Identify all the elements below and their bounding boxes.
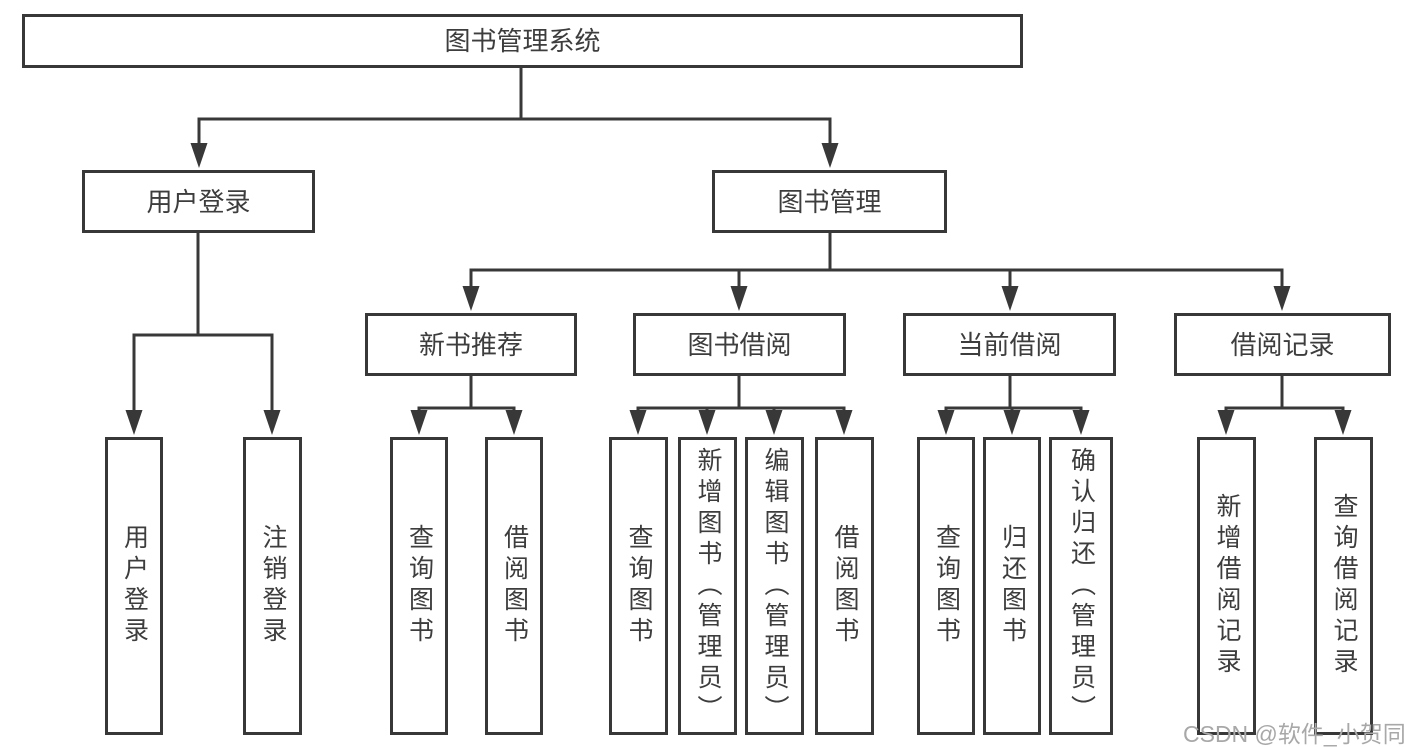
arrow-down-icon bbox=[835, 410, 853, 435]
connector-book-borrow-children bbox=[629, 376, 853, 435]
arrow-down-icon bbox=[190, 143, 208, 168]
node-label: 编辑图书（管理员） bbox=[761, 446, 789, 726]
arrow-down-icon bbox=[1003, 410, 1021, 435]
node-label: 用户登录 bbox=[146, 186, 251, 217]
arrow-down-icon bbox=[629, 410, 647, 435]
arrow-down-icon bbox=[1001, 286, 1019, 311]
node-label: 借阅图书 bbox=[831, 524, 859, 648]
arrow-down-icon bbox=[505, 410, 523, 435]
arrow-down-icon bbox=[1334, 410, 1352, 435]
node-library-system: 图书管理系统 bbox=[22, 14, 1023, 68]
arrow-down-icon bbox=[937, 410, 955, 435]
leaf-current-query-books: 查询图书 bbox=[917, 437, 975, 735]
leaf-add-book-admin: 新增图书（管理员） bbox=[678, 437, 737, 735]
connector-user-login-children bbox=[125, 233, 281, 435]
arrow-down-icon bbox=[1072, 410, 1090, 435]
node-label: 借阅图书 bbox=[500, 524, 529, 648]
connector-current-borrow-children bbox=[937, 376, 1090, 435]
node-label: 图书管理 bbox=[777, 186, 882, 217]
leaf-return-books: 归还图书 bbox=[983, 437, 1041, 735]
leaf-user-login: 用户登录 bbox=[105, 437, 163, 735]
node-label: 当前借阅 bbox=[957, 329, 1062, 360]
node-label: 图书借阅 bbox=[687, 329, 792, 360]
node-label: 查询图书 bbox=[625, 524, 653, 648]
arrow-down-icon bbox=[765, 410, 783, 435]
arrow-down-icon bbox=[263, 410, 281, 435]
node-borrow-records: 借阅记录 bbox=[1174, 313, 1391, 376]
leaf-recommend-borrow-books: 借阅图书 bbox=[485, 437, 543, 735]
node-current-borrow: 当前借阅 bbox=[903, 313, 1116, 376]
arrow-down-icon bbox=[410, 410, 428, 435]
leaf-edit-book-admin: 编辑图书（管理员） bbox=[745, 437, 804, 735]
leaf-recommend-query-books: 查询图书 bbox=[390, 437, 448, 735]
node-label: 查询图书 bbox=[932, 524, 961, 648]
node-label: 查询图书 bbox=[405, 524, 434, 648]
arrow-down-icon bbox=[462, 286, 480, 311]
node-label: 查询借阅记录 bbox=[1330, 493, 1358, 679]
connector-borrow-records-children bbox=[1217, 376, 1352, 435]
node-label: 确认归还（管理员） bbox=[1067, 446, 1096, 726]
leaf-add-borrow-record: 新增借阅记录 bbox=[1197, 437, 1256, 735]
node-label: 用户登录 bbox=[120, 524, 149, 648]
node-book-management: 图书管理 bbox=[712, 170, 947, 233]
node-new-book-recommend: 新书推荐 bbox=[365, 313, 577, 376]
node-user-login: 用户登录 bbox=[82, 170, 315, 233]
arrow-down-icon bbox=[730, 286, 748, 311]
leaf-confirm-return-admin: 确认归还（管理员） bbox=[1049, 437, 1113, 735]
leaf-logout: 注销登录 bbox=[243, 437, 302, 735]
leaf-borrow-query-books: 查询图书 bbox=[609, 437, 668, 735]
arrow-down-icon bbox=[1217, 410, 1235, 435]
node-label: 新书推荐 bbox=[418, 329, 523, 360]
connector-root-to-level1 bbox=[190, 68, 839, 168]
node-label: 新增图书（管理员） bbox=[694, 446, 722, 726]
arrow-down-icon bbox=[125, 410, 143, 435]
watermark: CSDN @软件_小贺同学 bbox=[1183, 721, 1405, 747]
leaf-borrow-borrow-books: 借阅图书 bbox=[815, 437, 874, 735]
node-label: 新增借阅记录 bbox=[1213, 493, 1241, 679]
node-label: 注销登录 bbox=[259, 524, 287, 648]
node-label: 图书管理系统 bbox=[444, 26, 601, 56]
arrow-down-icon bbox=[698, 410, 716, 435]
node-label: 归还图书 bbox=[998, 524, 1027, 648]
node-label: 借阅记录 bbox=[1230, 329, 1335, 360]
connector-new-book-children bbox=[410, 376, 523, 435]
leaf-query-borrow-record: 查询借阅记录 bbox=[1314, 437, 1373, 735]
arrow-down-icon bbox=[1273, 286, 1291, 311]
node-book-borrow: 图书借阅 bbox=[633, 313, 846, 376]
arrow-down-icon bbox=[821, 143, 839, 168]
connector-book-management-children bbox=[462, 233, 1291, 311]
